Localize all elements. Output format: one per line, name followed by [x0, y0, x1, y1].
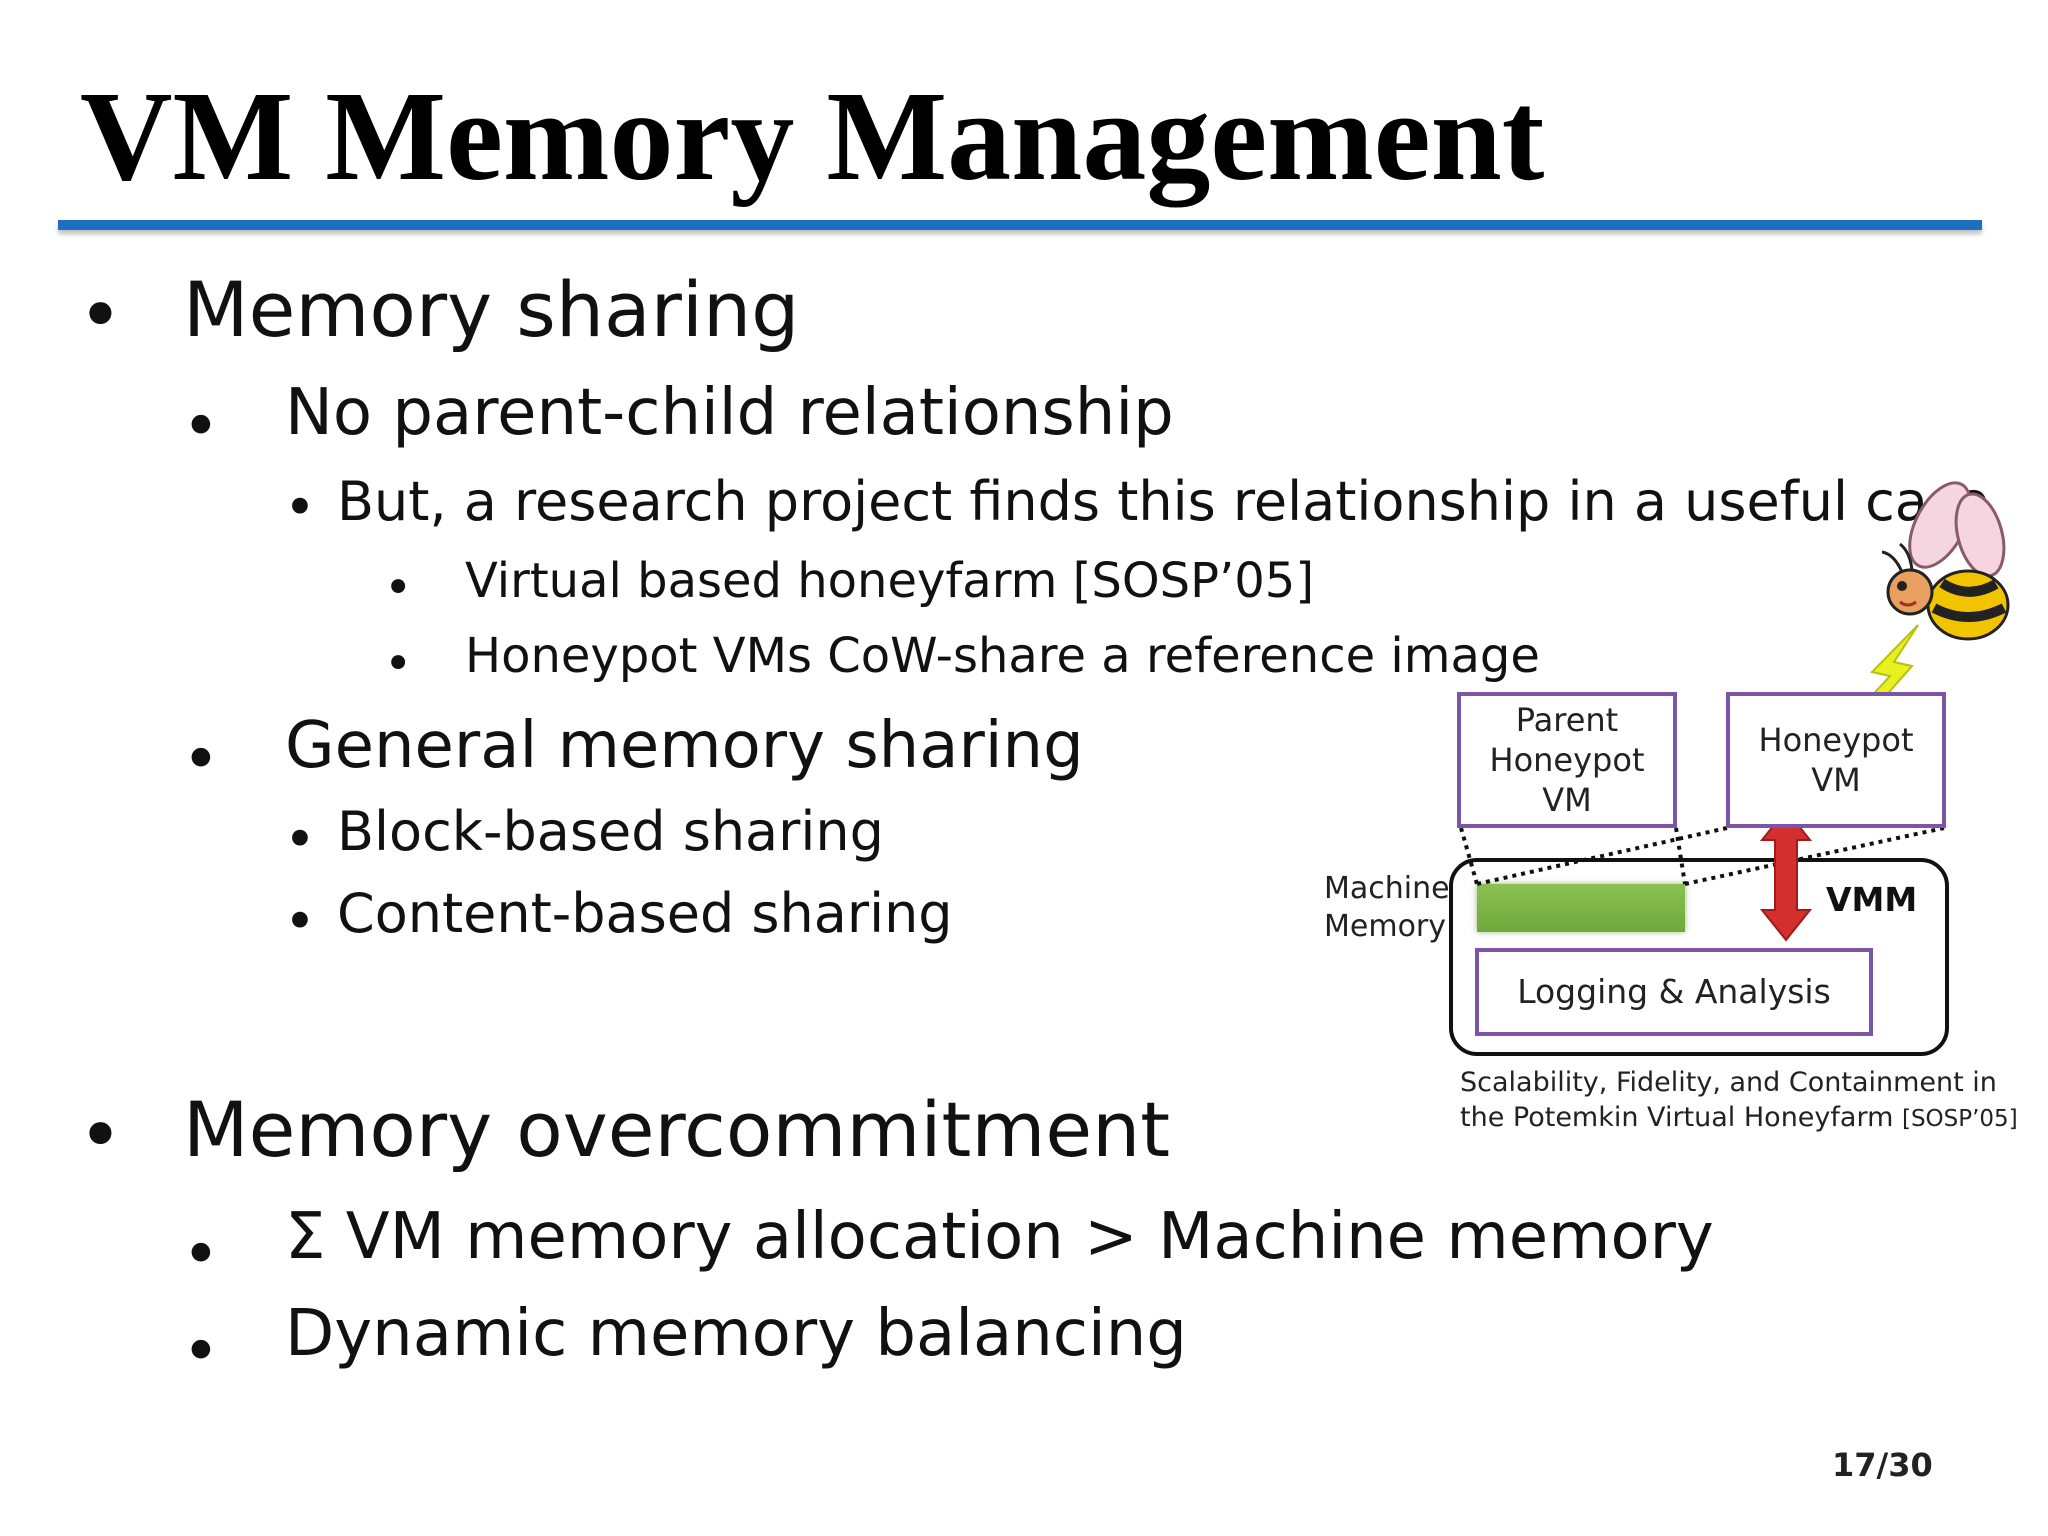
vmm-frame [1449, 858, 1949, 1056]
bee-icon [1881, 481, 2010, 641]
dotted-line-honeypot-left [1476, 826, 1728, 886]
machine-memory-label: Machine Memory [1324, 871, 1450, 944]
bullet-general-sharing: General memory sharing [285, 709, 1084, 783]
bullet-block-based: Block-based sharing [337, 800, 884, 863]
bullet-dot: • [284, 476, 316, 539]
honeypot-vm-box: Honeypot VM [1726, 692, 1946, 828]
caption-reference: [SOSP’05] [1901, 1105, 2018, 1132]
vmm-label: VMM [1826, 880, 1918, 919]
bullet-dot: • [182, 390, 220, 464]
bullet-dot: • [284, 890, 316, 953]
bullet-dot: • [182, 723, 220, 797]
page-number: 17/30 [1832, 1446, 1933, 1484]
dotted-line-honeypot-right [1684, 826, 1945, 886]
bullet-sigma-allocation: Σ VM memory allocation > Machine memory [285, 1200, 1714, 1274]
bullet-no-parent-child: No parent-child relationship [285, 376, 1174, 450]
machine-memory-block [1477, 884, 1685, 932]
bullet-dot: • [182, 1218, 220, 1292]
bullet-dot: • [78, 270, 123, 359]
logging-analysis-box: Logging & Analysis [1475, 948, 1873, 1036]
bullet-dot: • [284, 808, 316, 871]
caption-line-1: Scalability, Fidelity, and Containment i… [1460, 1067, 1997, 1098]
diagram-caption: Scalability, Fidelity, and Containment i… [1460, 1066, 2018, 1135]
double-arrow-icon [1759, 808, 1813, 942]
bullet-dot: • [78, 1090, 123, 1179]
bullet-virtual-honeyfarm: Virtual based honeyfarm [SOSP’05] [465, 553, 1315, 609]
bullet-dot: • [182, 1315, 220, 1389]
dotted-line-parent-left [1459, 827, 1479, 885]
bullet-honeypot-cow: Honeypot VMs CoW-share a reference image [465, 628, 1540, 684]
bullet-dynamic-balancing: Dynamic memory balancing [285, 1297, 1187, 1371]
caption-line-2-text: the Potemkin Virtual Honeyfarm [1460, 1101, 1894, 1133]
bullet-dot: • [384, 636, 413, 692]
parent-honeypot-vm-box: Parent Honeypot VM [1457, 692, 1677, 828]
bullet-dot: • [384, 560, 413, 616]
bullet-overcommitment: Memory overcommitment [183, 1085, 1171, 1174]
bullet-research-project: But, a research project finds this relat… [337, 470, 1990, 533]
bullet-content-based: Content-based sharing [337, 882, 953, 945]
slide-title: VM Memory Management [80, 65, 1545, 207]
title-underline [58, 220, 1982, 230]
bullet-memory-sharing: Memory sharing [183, 265, 800, 354]
caption-line-2: the Potemkin Virtual Honeyfarm [SOSP’05] [1460, 1101, 2018, 1136]
dotted-line-parent-right [1674, 827, 1687, 885]
